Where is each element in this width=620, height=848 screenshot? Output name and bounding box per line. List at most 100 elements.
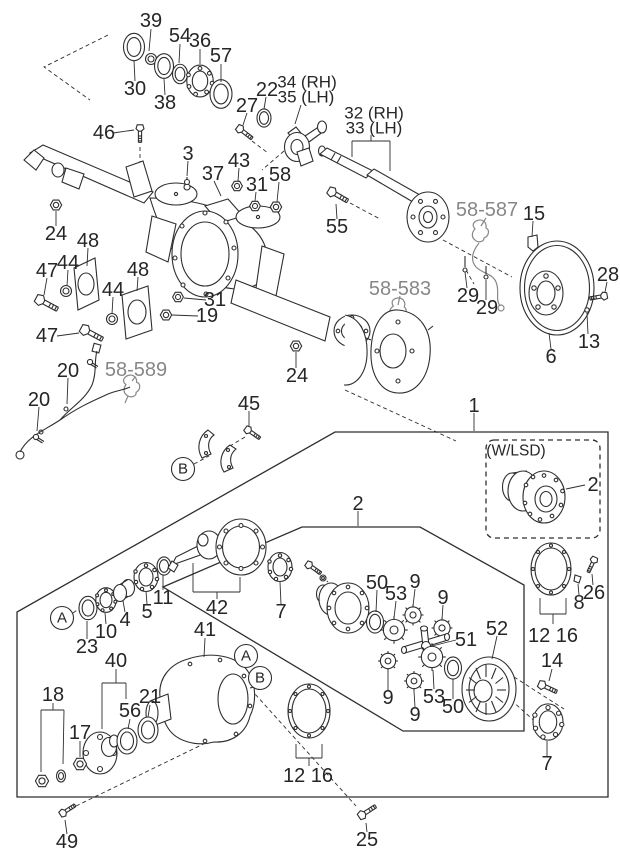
bolt-27 xyxy=(234,123,256,143)
part-callout: 28 xyxy=(597,264,619,286)
part-callout: 14 xyxy=(541,650,563,672)
part-callout: 20 xyxy=(57,360,79,382)
part-callout: 35 (LH) xyxy=(278,88,335,107)
part-callout: 31 xyxy=(204,289,226,311)
part-callout: 3 xyxy=(182,143,193,165)
part-callout: 12 16 xyxy=(528,625,578,647)
oil-seal-56 xyxy=(116,727,138,755)
part-callout: 48 xyxy=(77,230,99,252)
part-callout: 34 (RH) xyxy=(277,73,337,92)
part-callout: 25 xyxy=(356,829,378,848)
part-callout: 36 xyxy=(189,30,211,52)
differential-case-internals xyxy=(303,559,517,722)
part-callout: 32 (RH) xyxy=(344,104,404,123)
sensor-3 xyxy=(183,178,191,186)
drive-pinion-stack xyxy=(78,518,294,621)
part-callout: 15 xyxy=(523,203,545,225)
clip-8 xyxy=(573,574,582,584)
screw-26 xyxy=(584,555,600,575)
nut-19 xyxy=(159,309,173,321)
brake-disc-group xyxy=(462,234,609,336)
part-callout: 50 xyxy=(366,572,388,594)
cable-clamps xyxy=(198,424,263,473)
part-callout: 8 xyxy=(573,592,584,614)
part-callout: 9 xyxy=(382,687,393,709)
part-callout: 42 xyxy=(206,597,228,619)
washer-23 xyxy=(78,595,98,621)
callout-leader-lines xyxy=(36,28,608,835)
part-callout: 33 (LH) xyxy=(346,119,403,138)
part-callout: 58-583 xyxy=(369,278,431,300)
section-marker-circle xyxy=(170,456,196,482)
reference-blob-icons xyxy=(121,219,505,404)
part-callout: 12 16 xyxy=(283,765,333,787)
nut-17 xyxy=(72,757,88,771)
lsd-option-box xyxy=(485,439,601,539)
part-callout: 48 xyxy=(127,259,149,281)
screw-20a xyxy=(86,358,99,369)
side-gear-53b xyxy=(417,642,447,672)
section-marker-circle xyxy=(233,643,259,669)
part-callout: 39 xyxy=(140,10,162,32)
nut-31 xyxy=(249,200,261,212)
part-callout: 53 xyxy=(385,583,407,605)
section-marker-label: B xyxy=(178,461,188,478)
axle-housing xyxy=(23,144,371,348)
outer-assembly-box-1 xyxy=(16,431,609,798)
part-callout: 11 xyxy=(153,587,174,609)
bolt-55 xyxy=(325,185,351,206)
differential-carrier xyxy=(34,654,379,822)
part-callout: 5 xyxy=(141,601,152,623)
part-callout: 29 xyxy=(476,297,498,319)
nut-31b xyxy=(172,291,184,303)
part-callout: 21 xyxy=(139,686,161,708)
part-callout: 19 xyxy=(196,305,218,327)
section-marker-label: A xyxy=(241,648,251,665)
part-callout: 51 xyxy=(455,629,477,651)
part-callout: 44 xyxy=(102,279,124,301)
part-callout: 56 xyxy=(119,700,141,722)
part-callout: 9 xyxy=(437,587,448,609)
part-callout: 2 xyxy=(587,474,598,496)
bolt-45 xyxy=(242,424,263,442)
part-callout: 7 xyxy=(541,753,552,775)
part-callout: 57 xyxy=(210,45,232,67)
part-callout: 10 xyxy=(95,621,117,643)
bolt-47b xyxy=(77,322,106,345)
gaskets-and-right-bearing xyxy=(287,542,600,741)
part-callout: 41 xyxy=(194,619,216,641)
nut-58 xyxy=(269,201,283,213)
part-callout: 31 xyxy=(246,174,268,196)
part-callout: 43 xyxy=(228,150,250,172)
pinion-gear-9c xyxy=(377,650,399,672)
part-callout: 13 xyxy=(578,331,600,353)
part-callout: 52 xyxy=(486,618,508,640)
nut-24 xyxy=(49,199,63,211)
part-callout: 9 xyxy=(409,704,420,726)
brake-backing-plate xyxy=(343,309,434,394)
screw-20b xyxy=(32,433,45,444)
part-callout: 24 xyxy=(45,223,67,245)
companion-flange-yoke xyxy=(283,120,328,167)
lsd-differential-unit xyxy=(501,470,566,524)
brake-hose-icon xyxy=(471,242,501,307)
bolt-47a xyxy=(32,292,61,315)
part-callout: 44 xyxy=(57,252,79,274)
part-callout: 1 xyxy=(468,395,479,417)
part-callout: 18 xyxy=(42,684,64,706)
part-callout: 46 xyxy=(93,122,115,144)
part-callout: (W/LSD) xyxy=(486,443,545,460)
part-callout: 20 xyxy=(28,389,50,411)
part-callout: 47 xyxy=(36,325,58,347)
nut-43 xyxy=(231,180,243,192)
bearing-7-right xyxy=(532,703,565,741)
nut-24b xyxy=(289,340,303,352)
part-callout: 24 xyxy=(286,365,308,387)
part-callout: 26 xyxy=(583,582,605,604)
part-callout: 53 xyxy=(423,686,445,708)
part-callout: 49 xyxy=(56,831,78,848)
part-callout: 7 xyxy=(275,601,286,623)
